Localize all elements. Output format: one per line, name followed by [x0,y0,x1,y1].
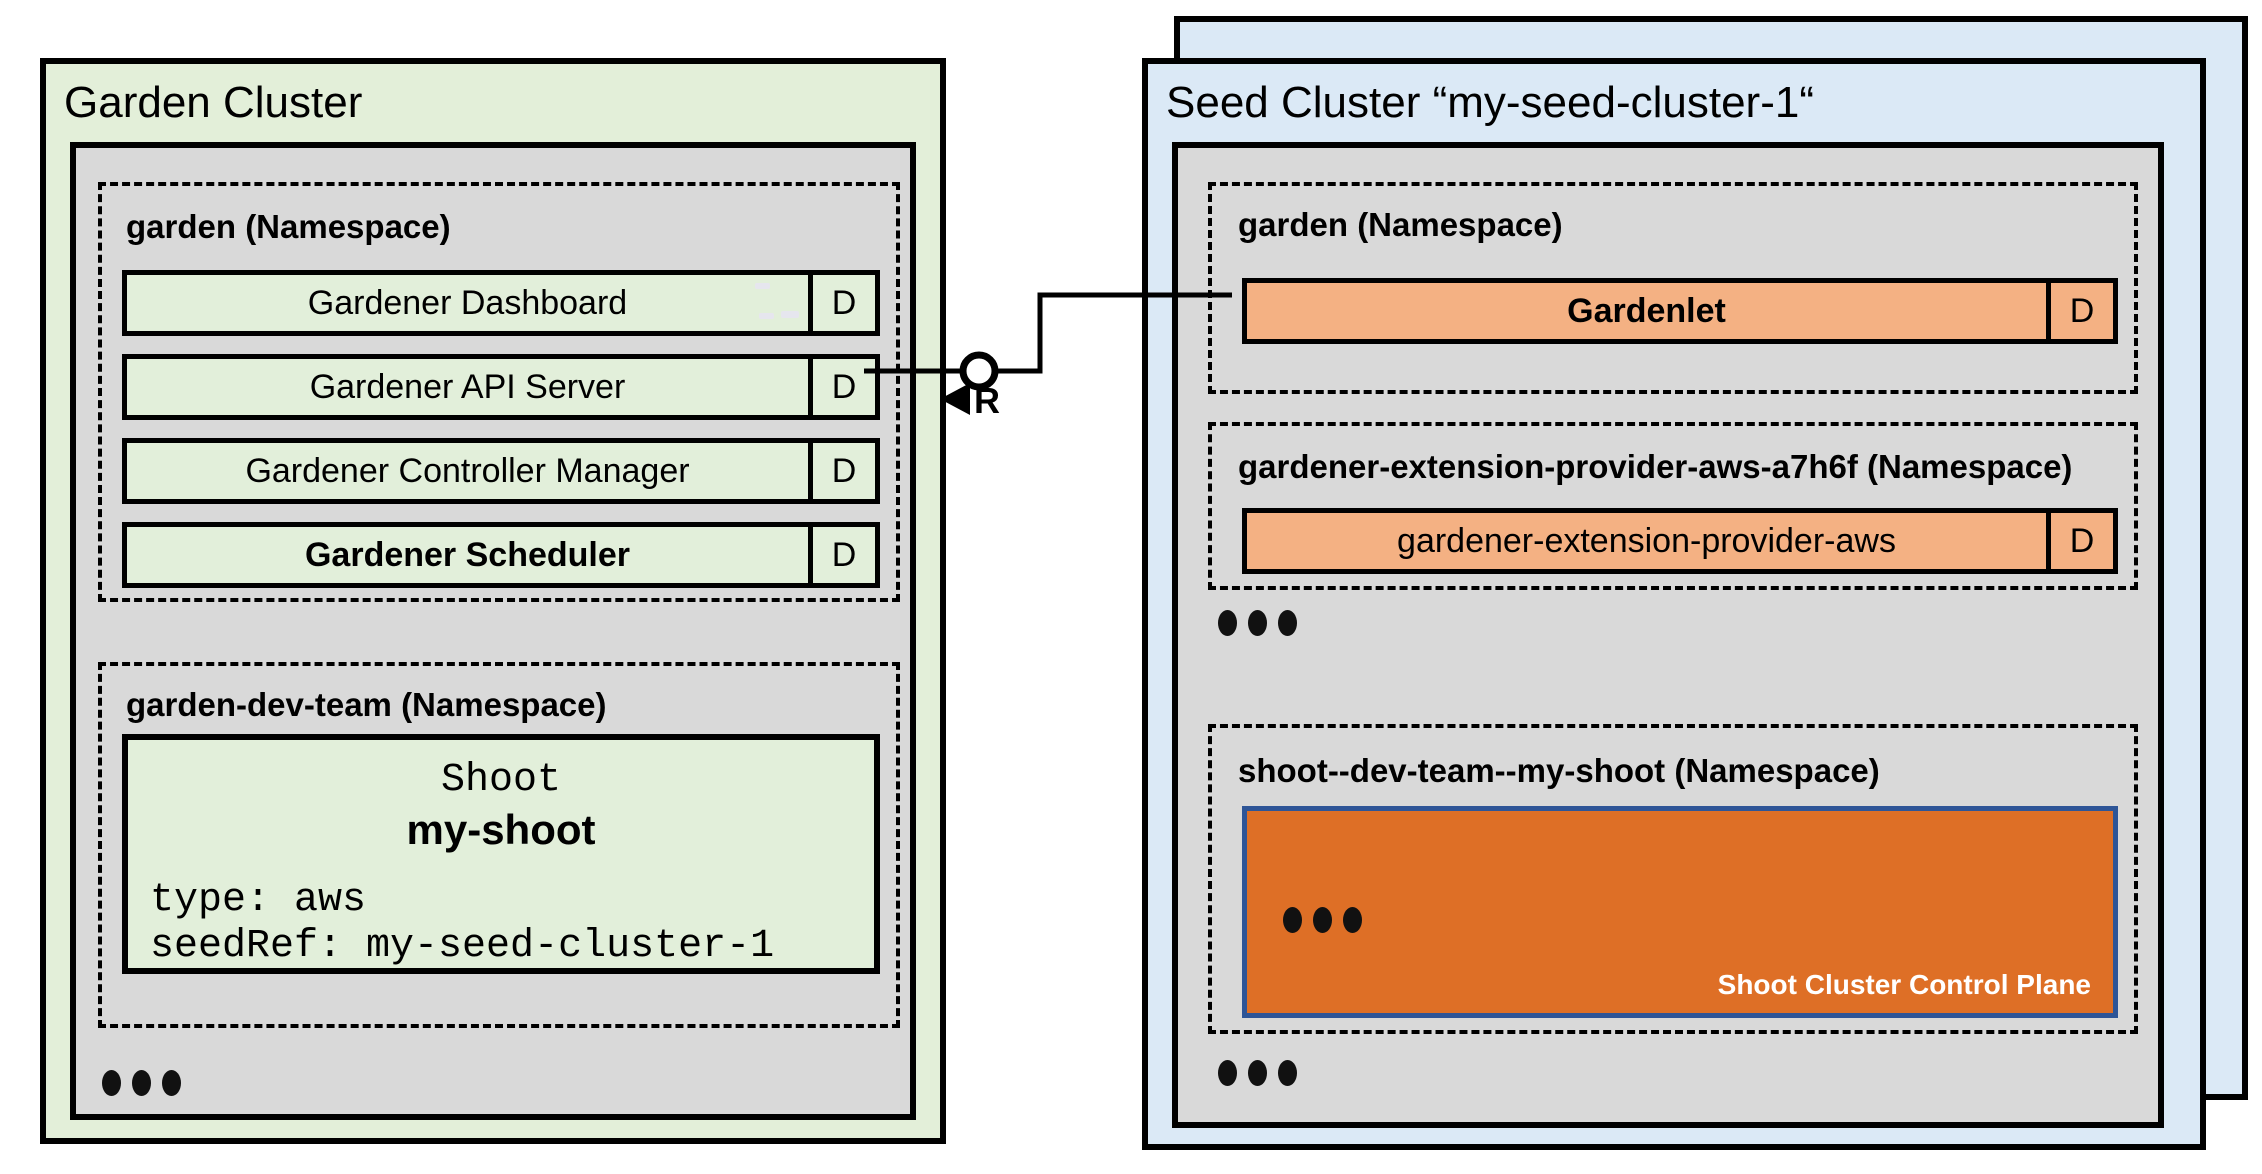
control-plane-label: Shoot Cluster Control Plane [1717,969,2091,1000]
ellipsis-icon [1283,907,1362,933]
namespace-extension-label: gardener-extension-provider-aws-a7h6f (N… [1238,448,2073,485]
seed-cluster-box: Seed Cluster “my-seed-cluster-1“ garden … [1142,58,2206,1150]
artifact-dashes [751,275,811,331]
deployment-badge: D [2046,283,2113,339]
garden-cluster-title: Garden Cluster [64,78,363,127]
deployment-badge: D [2046,513,2113,569]
component-gardenlet: Gardenlet D [1242,278,2118,344]
shoot-name: my-shoot [406,806,596,853]
namespace-seed-garden-label: garden (Namespace) [1238,206,1563,243]
component-gardener-dashboard: Gardener Dashboard D [122,270,880,336]
ellipsis-icon [1218,610,1297,636]
namespace-garden: garden (Namespace) Gardener Dashboard D … [98,182,900,602]
shoot-spec-seedref: seedRef: my-seed-cluster-1 [150,924,775,969]
shoot-kind: Shoot [440,758,562,803]
ellipsis-icon [102,1070,181,1096]
component-label: Gardener Dashboard [307,283,628,322]
component-gardener-api-server: Gardener API Server D [122,354,880,420]
shoot-spec-type: type: aws [150,878,367,923]
namespace-garden-dev-team-label: garden-dev-team (Namespace) [126,686,607,723]
deployment-badge: D [808,527,875,583]
ellipsis-icon [1218,1060,1297,1086]
namespace-seed-garden: garden (Namespace) Gardenlet D [1208,182,2138,394]
namespace-garden-label: garden (Namespace) [126,208,451,245]
component-label: Gardener Scheduler [304,535,630,574]
component-label: gardener-extension-provider-aws [1397,521,1896,560]
namespace-garden-dev-team: garden-dev-team (Namespace) Shoot my-sho… [98,662,900,1028]
namespace-shoot-dev-team-my-shoot: shoot--dev-team--my-shoot (Namespace) Sh… [1208,724,2138,1034]
seed-cluster-title: Seed Cluster “my-seed-cluster-1“ [1166,78,1814,127]
shoot-cluster-control-plane-box: Shoot Cluster Control Plane [1242,806,2118,1018]
deployment-badge: D [808,443,875,499]
seed-cluster-panel: garden (Namespace) Gardenlet D gardener-… [1172,142,2164,1128]
component-gardener-controller-manager: Gardener Controller Manager D [122,438,880,504]
deployment-badge: D [808,359,875,415]
deployment-badge: D [808,275,875,331]
component-gardener-scheduler: Gardener Scheduler D [122,522,880,588]
namespace-shoot-label: shoot--dev-team--my-shoot (Namespace) [1238,752,1880,789]
component-label: Gardener Controller Manager [245,451,690,490]
interface-circle-icon [959,351,999,391]
connector-label: R [974,380,1000,421]
component-extension-provider-aws: gardener-extension-provider-aws D [1242,508,2118,574]
garden-cluster-box: Garden Cluster garden (Namespace) Garden… [40,58,946,1144]
component-label: Gardenlet [1567,291,1726,330]
component-label: Gardener API Server [309,367,626,406]
garden-cluster-panel: garden (Namespace) Gardener Dashboard D … [70,142,916,1120]
shoot-resource-card: Shoot my-shoot type: aws seedRef: my-see… [122,734,880,974]
namespace-extension-provider-aws: gardener-extension-provider-aws-a7h6f (N… [1208,422,2138,590]
